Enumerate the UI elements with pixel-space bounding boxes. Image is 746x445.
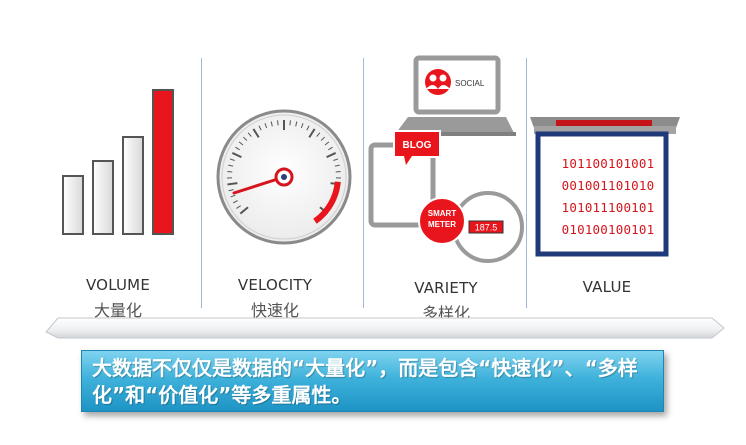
speedometer-tick [231,152,242,159]
volume-bar-3 [122,136,144,235]
speedometer-tick [228,164,234,167]
velocity-label: VELOCITY [237,276,313,294]
social-label: SOCIAL [455,79,485,88]
speedometer-tick [239,206,249,215]
speedometer-tick [277,120,279,126]
speedometer-tick [300,123,304,129]
speedometer-tick [328,146,333,151]
speedometer-tick [238,141,244,146]
speedometer-tick [264,123,268,129]
blog-badge [393,130,441,158]
volume-label-cn: 大量化 [93,301,142,320]
binary-line: 001001101010 [561,178,655,193]
smart-meter-label-1: SMART [428,209,457,218]
speedometer-tick [270,121,273,127]
value-card-icon [530,117,680,257]
speedometer-tick [316,132,321,137]
speedometer-tick [324,141,330,146]
speedometer-redzone [313,181,341,224]
speedometer-tick [228,189,234,192]
speedometer-tick [252,128,260,138]
speedometer-tick [334,164,340,167]
volume-bars-icon [62,89,174,235]
speedometer-tick [242,136,248,141]
value-label: VALUE [582,278,632,296]
binary-lines: 101100101001 001001101010 101011100101 0… [548,153,668,241]
volume-bar-1 [62,175,84,235]
caption-box: 大数据不仅仅是数据的“大量化”，而是包含“快速化”、“多样化”和“价值化”等多重… [81,350,664,412]
social-icon [425,69,451,95]
speedometer-tick [306,125,310,131]
volume-label: VOLUME [85,276,150,294]
velocity-label-cn: 快速化 [250,301,299,320]
timeline-arrow [45,317,725,339]
value-card [535,131,669,257]
speedometer-icon [216,109,352,245]
blog-label: BLOG [403,140,432,151]
binary-line: 101100101001 [561,156,655,171]
speedometer-ticks [226,120,342,215]
speedometer-tick [308,128,316,138]
volume-bar-2 [92,160,114,235]
volume-bar-4 [152,89,174,235]
variety-devices-icon: SOCIAL BLOG SMART METER 187.5 [368,55,524,263]
divider-1 [201,58,202,308]
binary-line: 101011100101 [561,200,655,215]
speedometer-tick [230,194,236,198]
variety-label: VARIETY [414,279,478,297]
speedometer-tick [229,158,235,161]
speedometer-tick [247,132,252,137]
meter-display [468,220,504,234]
smart-meter-label-2: METER [428,220,456,229]
divider-3 [526,58,527,308]
binary-line: 010100100101 [561,222,655,237]
speedometer-tick [326,152,337,159]
speedometer-tick [232,200,238,204]
speedometer-tick [295,121,298,127]
speedometer-tick [333,158,339,161]
speedometer-tick [227,182,238,186]
speedometer-tick [320,136,326,141]
divider-2 [363,58,364,308]
speedometer-tick [258,125,262,131]
speedometer-tick [289,120,291,126]
meter-reading: 187.5 [475,223,498,233]
speedometer-tick [236,205,241,209]
speedometer-tick [235,146,240,151]
caption-text: 大数据不仅仅是数据的“大量化”，而是包含“快速化”、“多样化”和“价值化”等多重… [92,356,638,407]
